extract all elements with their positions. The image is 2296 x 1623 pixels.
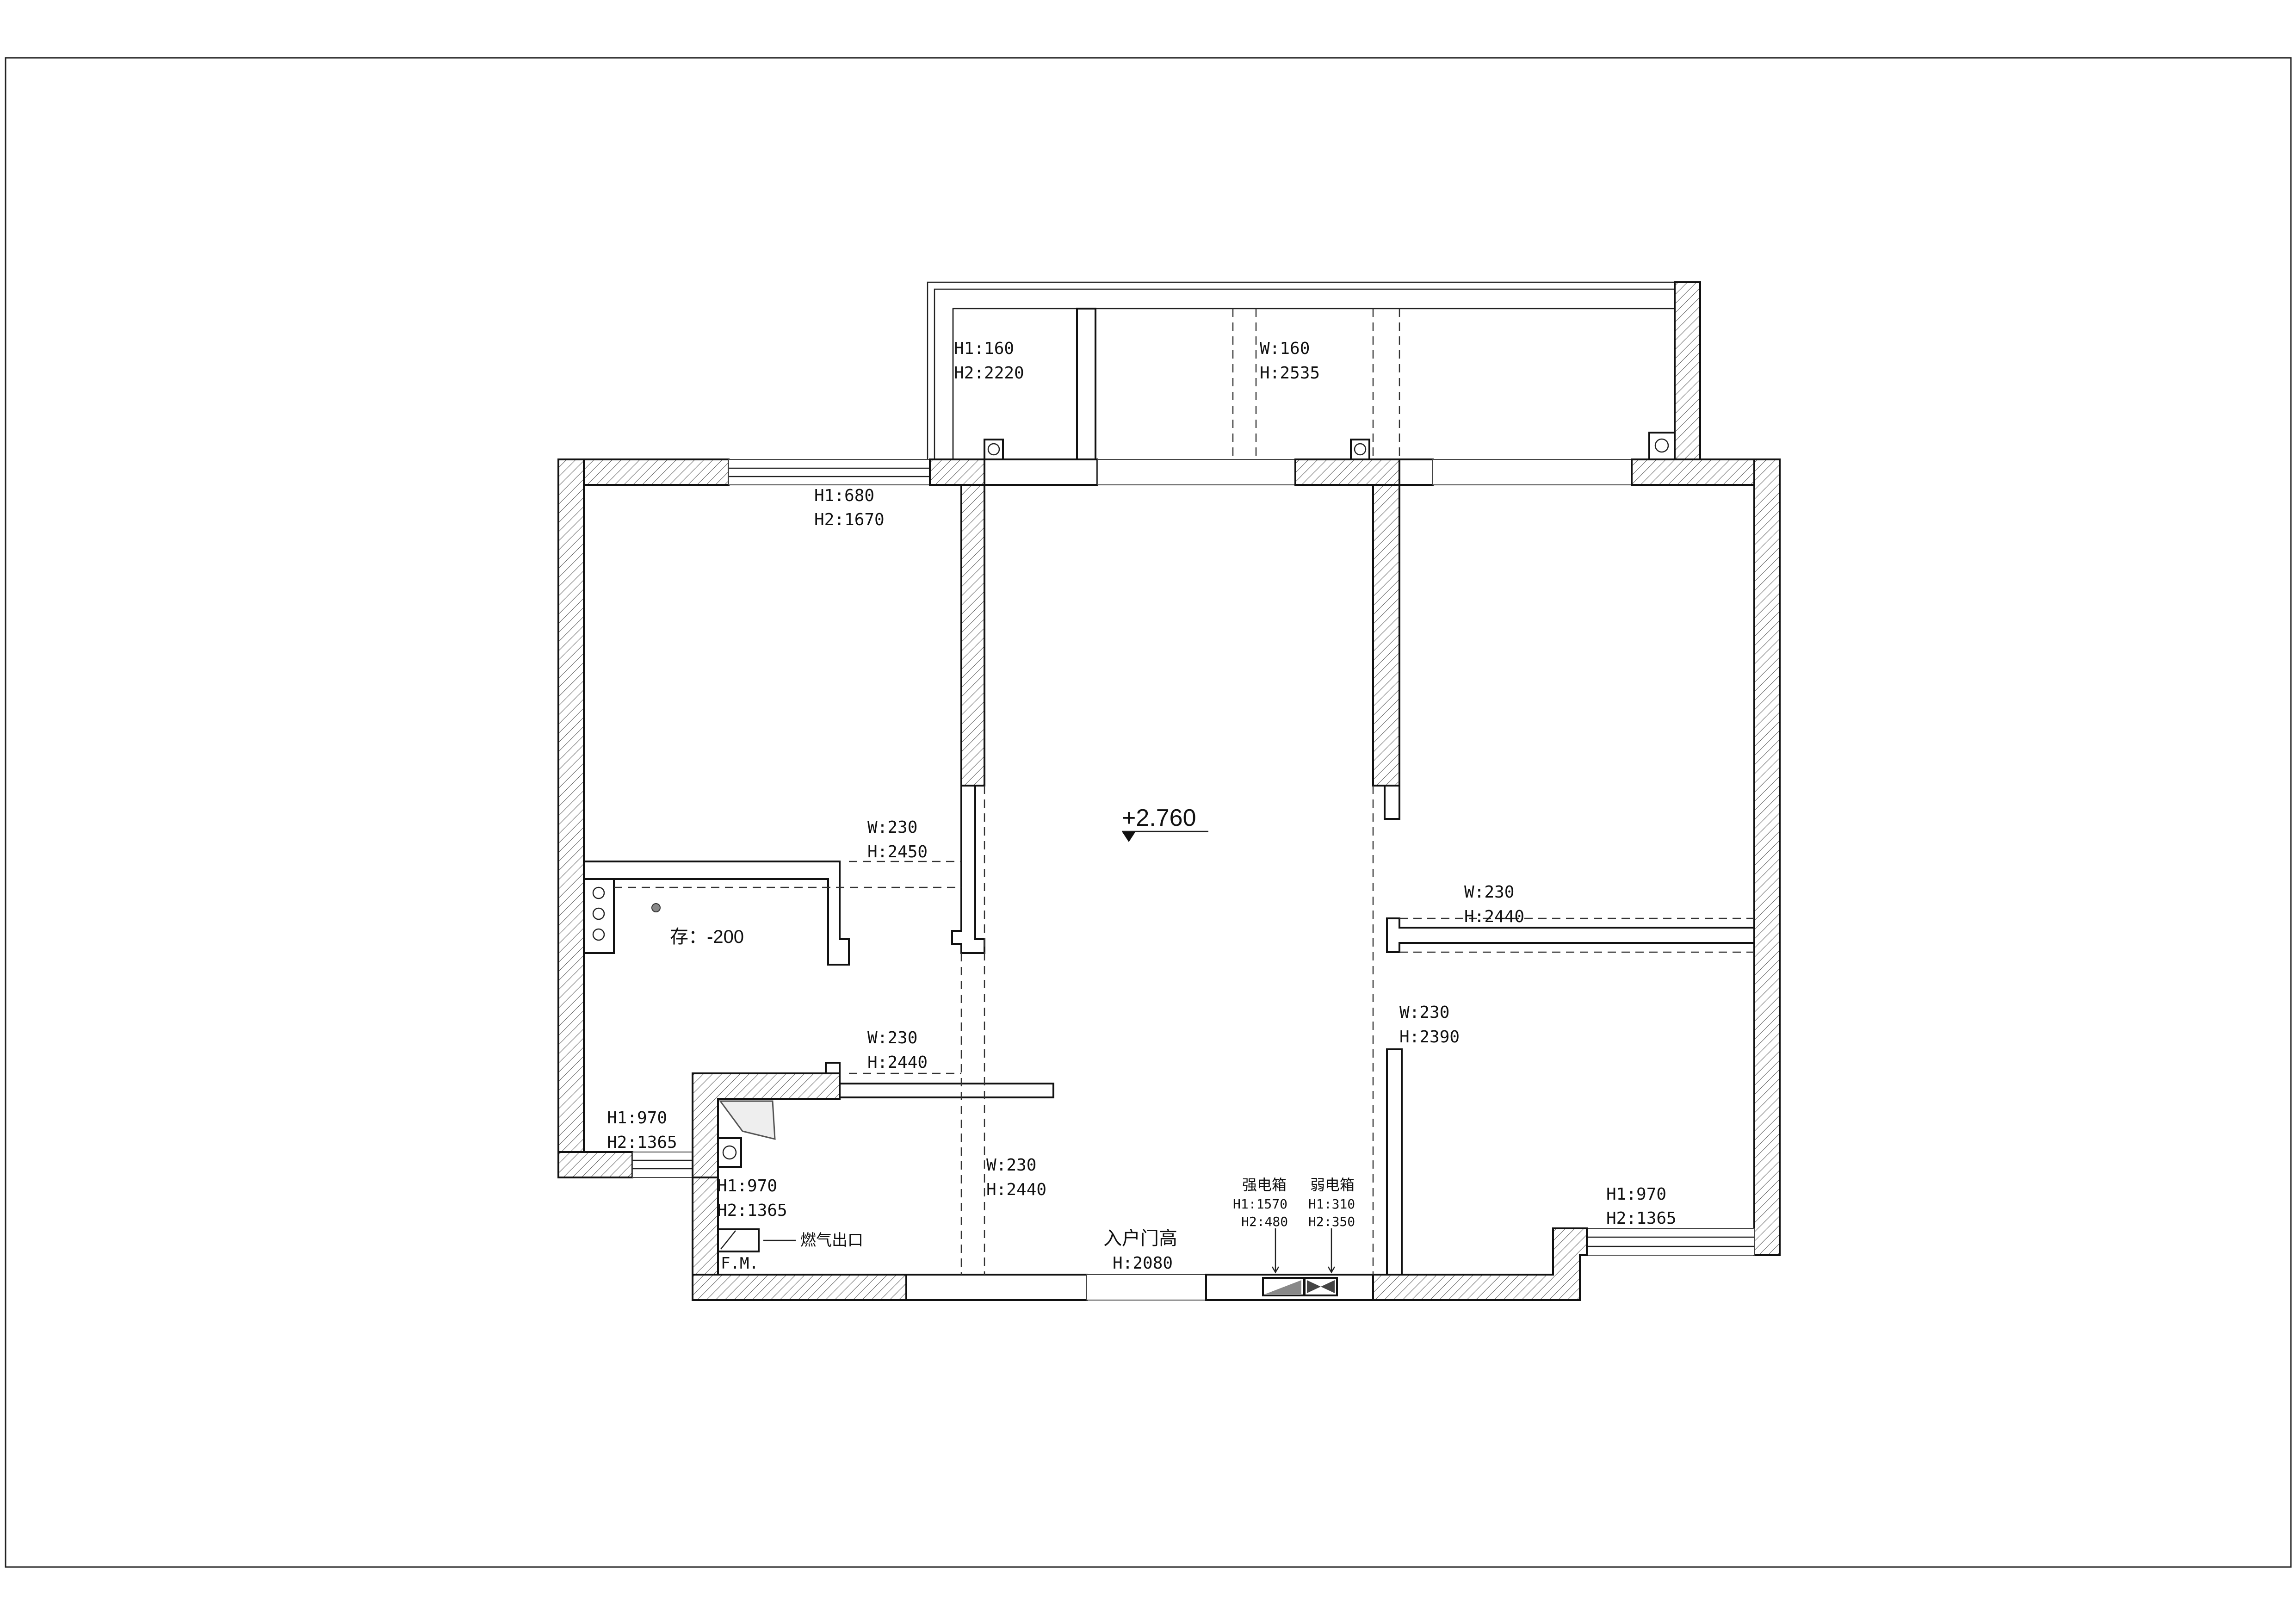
svg-text:H:2440: H:2440 [1464,907,1524,926]
top-window [728,459,930,485]
svg-text:H2:1670: H2:1670 [814,510,885,529]
electric-boxes [1262,1228,1338,1296]
svg-text:H:2080: H:2080 [1113,1254,1173,1273]
svg-text:H1:970: H1:970 [607,1109,667,1127]
svg-text:W:230: W:230 [867,818,917,837]
balcony-right-wall [1674,281,1701,460]
svg-text:H2:480: H2:480 [1241,1214,1288,1229]
svg-text:强电箱: 强电箱 [1242,1177,1287,1193]
drain-point [651,903,661,912]
svg-text:H1:160: H1:160 [954,339,1014,358]
annotations: +2.760 H1:160 H2:2220 W:160 H:2535 H1:68… [607,339,1677,1273]
right-window-low [1586,1228,1755,1256]
gas-meter-label: F.M. [721,1254,759,1273]
interior-walls [583,484,1755,1276]
svg-text:H2:350: H2:350 [1308,1214,1355,1229]
storage-label: 存：-200 [670,927,744,947]
svg-text:H:2440: H:2440 [867,1053,928,1072]
svg-text:H1:310: H1:310 [1308,1196,1355,1212]
svg-text:H:2535: H:2535 [1260,364,1320,383]
svg-text:H1:680: H1:680 [814,486,874,505]
gas-outlet-label: 燃气出口 [800,1232,863,1249]
svg-text:W:230: W:230 [867,1028,917,1047]
svg-text:H2:1365: H2:1365 [1606,1209,1677,1228]
svg-text:W:230: W:230 [986,1156,1036,1175]
balcony-partition [1076,308,1096,460]
svg-text:W:230: W:230 [1464,883,1514,902]
svg-text:H:2440: H:2440 [986,1180,1046,1199]
svg-text:H1:970: H1:970 [1606,1185,1666,1204]
svg-text:H2:1365: H2:1365 [607,1133,677,1152]
svg-text:H:2390: H:2390 [1399,1028,1460,1047]
dashed-openings [614,786,1754,1275]
pipe-markers [717,432,1676,1168]
svg-text:W:160: W:160 [1260,339,1310,358]
entry-door-opening [1086,1274,1207,1301]
left-window-low [632,1152,693,1178]
svg-text:W:230: W:230 [1399,1003,1449,1022]
svg-text:H2:1365: H2:1365 [717,1201,787,1220]
range-hood [719,1100,776,1140]
drawing-frame [5,57,2292,1568]
svg-text:H1:970: H1:970 [717,1177,777,1196]
exterior-walls [557,458,1781,1301]
svg-text:H2:2220: H2:2220 [954,364,1024,383]
gas-meter-box [717,1228,760,1252]
elevation-label: +2.760 [1122,805,1196,831]
svg-text:H1:1570: H1:1570 [1233,1196,1287,1212]
svg-text:H:2450: H:2450 [867,842,928,861]
elevation-marker [1122,831,1136,842]
entry-door-label: 入户门高 [1103,1228,1177,1249]
storage-shelf [583,878,615,954]
svg-text:弱电箱: 弱电箱 [1310,1177,1355,1193]
